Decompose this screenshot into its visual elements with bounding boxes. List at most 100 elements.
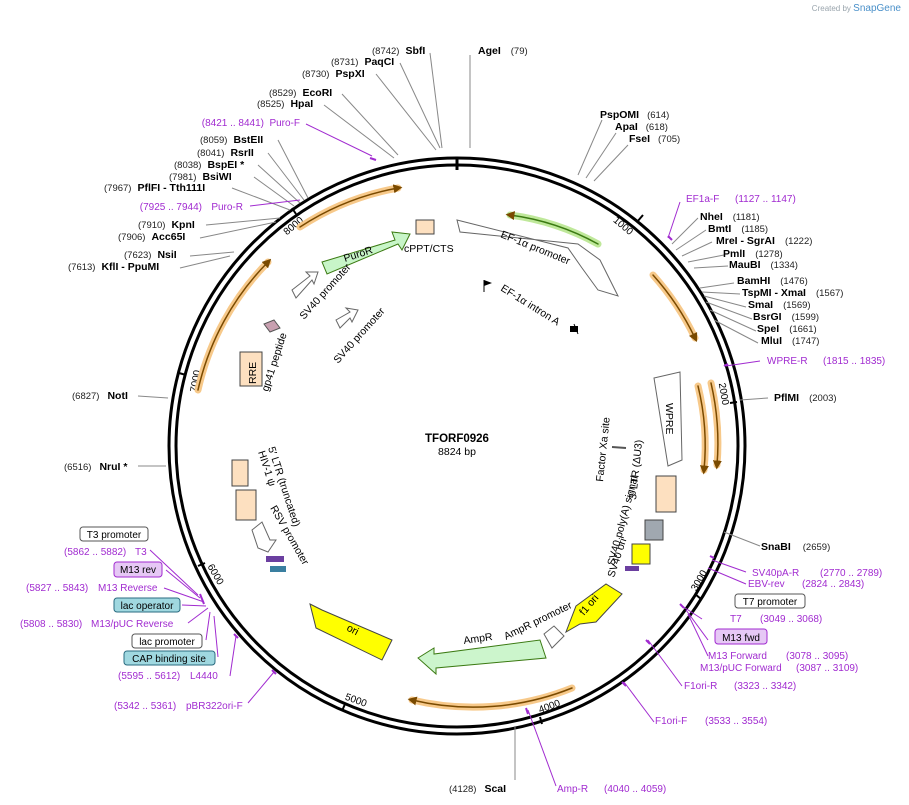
primer-m13-rev: M13 rev [120, 565, 156, 576]
leader-lines-left [137, 52, 443, 467]
svg-text:SnaBI(2659): SnaBI(2659) [761, 541, 830, 553]
cap-binding-site-box [123, 650, 216, 666]
primer-ef1a-f-name: EF1a-F [686, 194, 719, 205]
primer-m13puc-forward-name: M13/pUC Forward [700, 663, 782, 674]
puror-arrow [321, 231, 411, 275]
tick-marks [178, 207, 738, 725]
svg-text:TspMI - XmaI(1567): TspMI - XmaI (1567) [742, 287, 843, 299]
svg-text:(8059)BstEII: (8059) BstEII [200, 134, 263, 146]
sv40-promoter-arrow-2 [335, 307, 359, 329]
feature-lac-operator: lac operator [121, 601, 174, 612]
primer-m13-reverse-name: M13 Reverse [98, 583, 158, 594]
tick-label-2000: 2000 [716, 382, 731, 406]
site-bsiwi-name: BsiWI [202, 171, 231, 183]
primer-ebv-rev-pos: (2824 .. 2843) [802, 579, 864, 590]
svg-text:(8038)BspEI *: (8038)BspEI * [174, 159, 245, 171]
rre-box [239, 351, 263, 387]
site-fsei-pos: (705) [658, 134, 680, 145]
credit-prefix: Created by [811, 4, 851, 13]
primer-pbr322ori-f-pos: (5342 .. 5361) [114, 701, 176, 712]
site-noti-pos: (6827) [72, 391, 99, 402]
site-maubi-pos: (1334) [771, 260, 798, 271]
f1ori-arrow [565, 583, 623, 634]
site-hpai-name: HpaI [290, 98, 313, 110]
site-sbfi-name: SbfI [405, 45, 425, 57]
primer-puro-r-pos: (7925 .. 7944) [140, 202, 202, 213]
site-nrui-name: NruI * [99, 461, 128, 473]
site-scai-pos: (4128) [449, 784, 476, 795]
site-acc65i-name: Acc65I [151, 231, 185, 243]
site-noti-name: NotI [107, 390, 127, 402]
feature-sv40-promoter-2: SV40 promoter [331, 305, 388, 366]
svg-text:(8730)PspXI: (8730) PspXI [302, 68, 365, 80]
site-tspmi-pos: (1567) [816, 288, 843, 299]
plasmid-name: TFORF0926 [425, 433, 489, 445]
primer-l4440-pos: (5595 .. 5612) [118, 671, 180, 682]
site-rsrii-pos: (8041) [197, 148, 224, 159]
primer-ebv-rev-name: EBV-rev [748, 579, 785, 590]
site-pspomi-name: PspOMI [600, 109, 639, 121]
site-bsiwi-pos: (7981) [169, 172, 196, 183]
feature-wpre: WPRE [663, 403, 675, 435]
t7-promoter-box [734, 593, 806, 609]
site-kpni-pos: (7910) [138, 220, 165, 231]
snapgene-logo: SnapGene [853, 3, 901, 14]
site-nhei-name: NheI [700, 211, 723, 223]
cpptcts-box [415, 219, 435, 235]
svg-text:SmaI(1569): SmaI(1569) [748, 299, 811, 311]
primer-puro-f-name: Puro-F [269, 118, 300, 129]
site-pspxi-name: PspXI [335, 68, 364, 80]
svg-text:PflMI(2003): PflMI(2003) [774, 392, 837, 404]
primer-wpre-r-pos: (1815 .. 1835) [823, 356, 885, 367]
primer-m13puc-reverse-name: M13/pUC Reverse [91, 619, 174, 630]
primer-f1ori-f-pos: (3533 .. 3554) [705, 716, 767, 727]
primer-t7-name: T7 [730, 614, 742, 625]
feature-ori: ori [345, 622, 361, 638]
primer-f1ori-r-name: F1ori-R [684, 681, 717, 692]
gp41-marker [263, 319, 281, 333]
site-mrei-name: MreI - SgrAI [716, 235, 775, 247]
site-bsteii-name: BstEII [233, 134, 263, 146]
primer-m13puc-forward-pos: (3087 .. 3109) [796, 663, 858, 674]
site-ecori-name: EcoRI [302, 87, 332, 99]
svg-text:BamHI(1476): BamHI(1476) [737, 275, 808, 287]
svg-text:(8742)SbfI: (8742) SbfI [372, 45, 425, 57]
site-bsrgi-pos: (1599) [792, 312, 819, 323]
primer-cluster-2 [270, 566, 286, 572]
feature-puror: PuroR [342, 244, 374, 265]
site-spei-name: SpeI [757, 323, 779, 335]
svg-text:(7906)Acc65I: (7906)Acc65I [118, 231, 185, 243]
snapgene-credit: Created by SnapGene [812, 3, 901, 14]
primer-t3-name: T3 [135, 547, 147, 558]
feature-cap-binding-site: CAP binding site [132, 654, 206, 665]
site-pspxi-pos: (8730) [302, 69, 329, 80]
svg-text:(7910)KpnI: (7910)KpnI [138, 219, 195, 231]
site-nsii-name: NsiI [157, 249, 176, 261]
site-bamhi-name: BamHI [737, 275, 770, 287]
site-mlui-name: MluI [761, 335, 782, 347]
primer-m13puc-reverse-pos: (5808 .. 5830) [20, 619, 82, 630]
site-bmti-name: BmtI [708, 223, 731, 235]
feature-t3-promoter: T3 promoter [87, 530, 142, 541]
site-tspmi-name: TspMI - XmaI [742, 287, 806, 299]
m13-fwd-box [714, 628, 768, 645]
site-sbfi-pos: (8742) [372, 46, 399, 57]
site-pspomi-pos: (614) [647, 110, 669, 121]
primer-f1ori-r-pos: (3323 .. 3342) [734, 681, 796, 692]
ef1a-promoter-arrow [456, 219, 619, 297]
primer-cluster-1 [266, 556, 284, 562]
svg-text:(8041)RsrII: (8041)RsrII [197, 147, 254, 159]
ampr-promoter-arrow [543, 625, 565, 649]
site-bmti-pos: (1185) [741, 224, 768, 235]
svg-text:AgeI(79): AgeI(79) [478, 45, 528, 57]
primer-pbr322ori-f-name: pBR322ori-F [186, 701, 243, 712]
primer-cluster-3 [625, 566, 639, 571]
leader-lines-primers [149, 123, 761, 787]
site-nrui-pos: (6516) [64, 462, 91, 473]
svg-text:PmlI(1278): PmlI(1278) [723, 248, 783, 260]
site-snabi-pos: (2659) [803, 542, 830, 553]
feature-factor-xa: Factor Xa site [594, 416, 613, 482]
svg-text:FseI(705): FseI(705) [629, 133, 680, 145]
site-bsteii-pos: (8059) [200, 135, 227, 146]
